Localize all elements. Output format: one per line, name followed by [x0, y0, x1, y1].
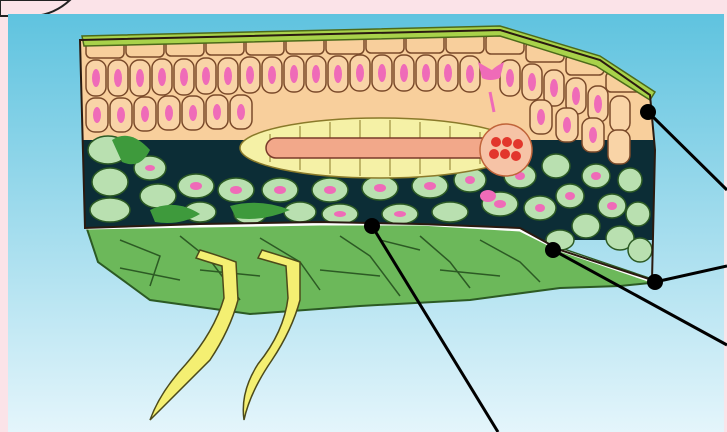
pointer-dot-1: [640, 104, 656, 120]
pointer-dot-2: [647, 274, 663, 290]
pointer-dot-3: [545, 242, 561, 258]
pointer-dot-4: [364, 218, 380, 234]
xylem-lower: [480, 190, 496, 202]
